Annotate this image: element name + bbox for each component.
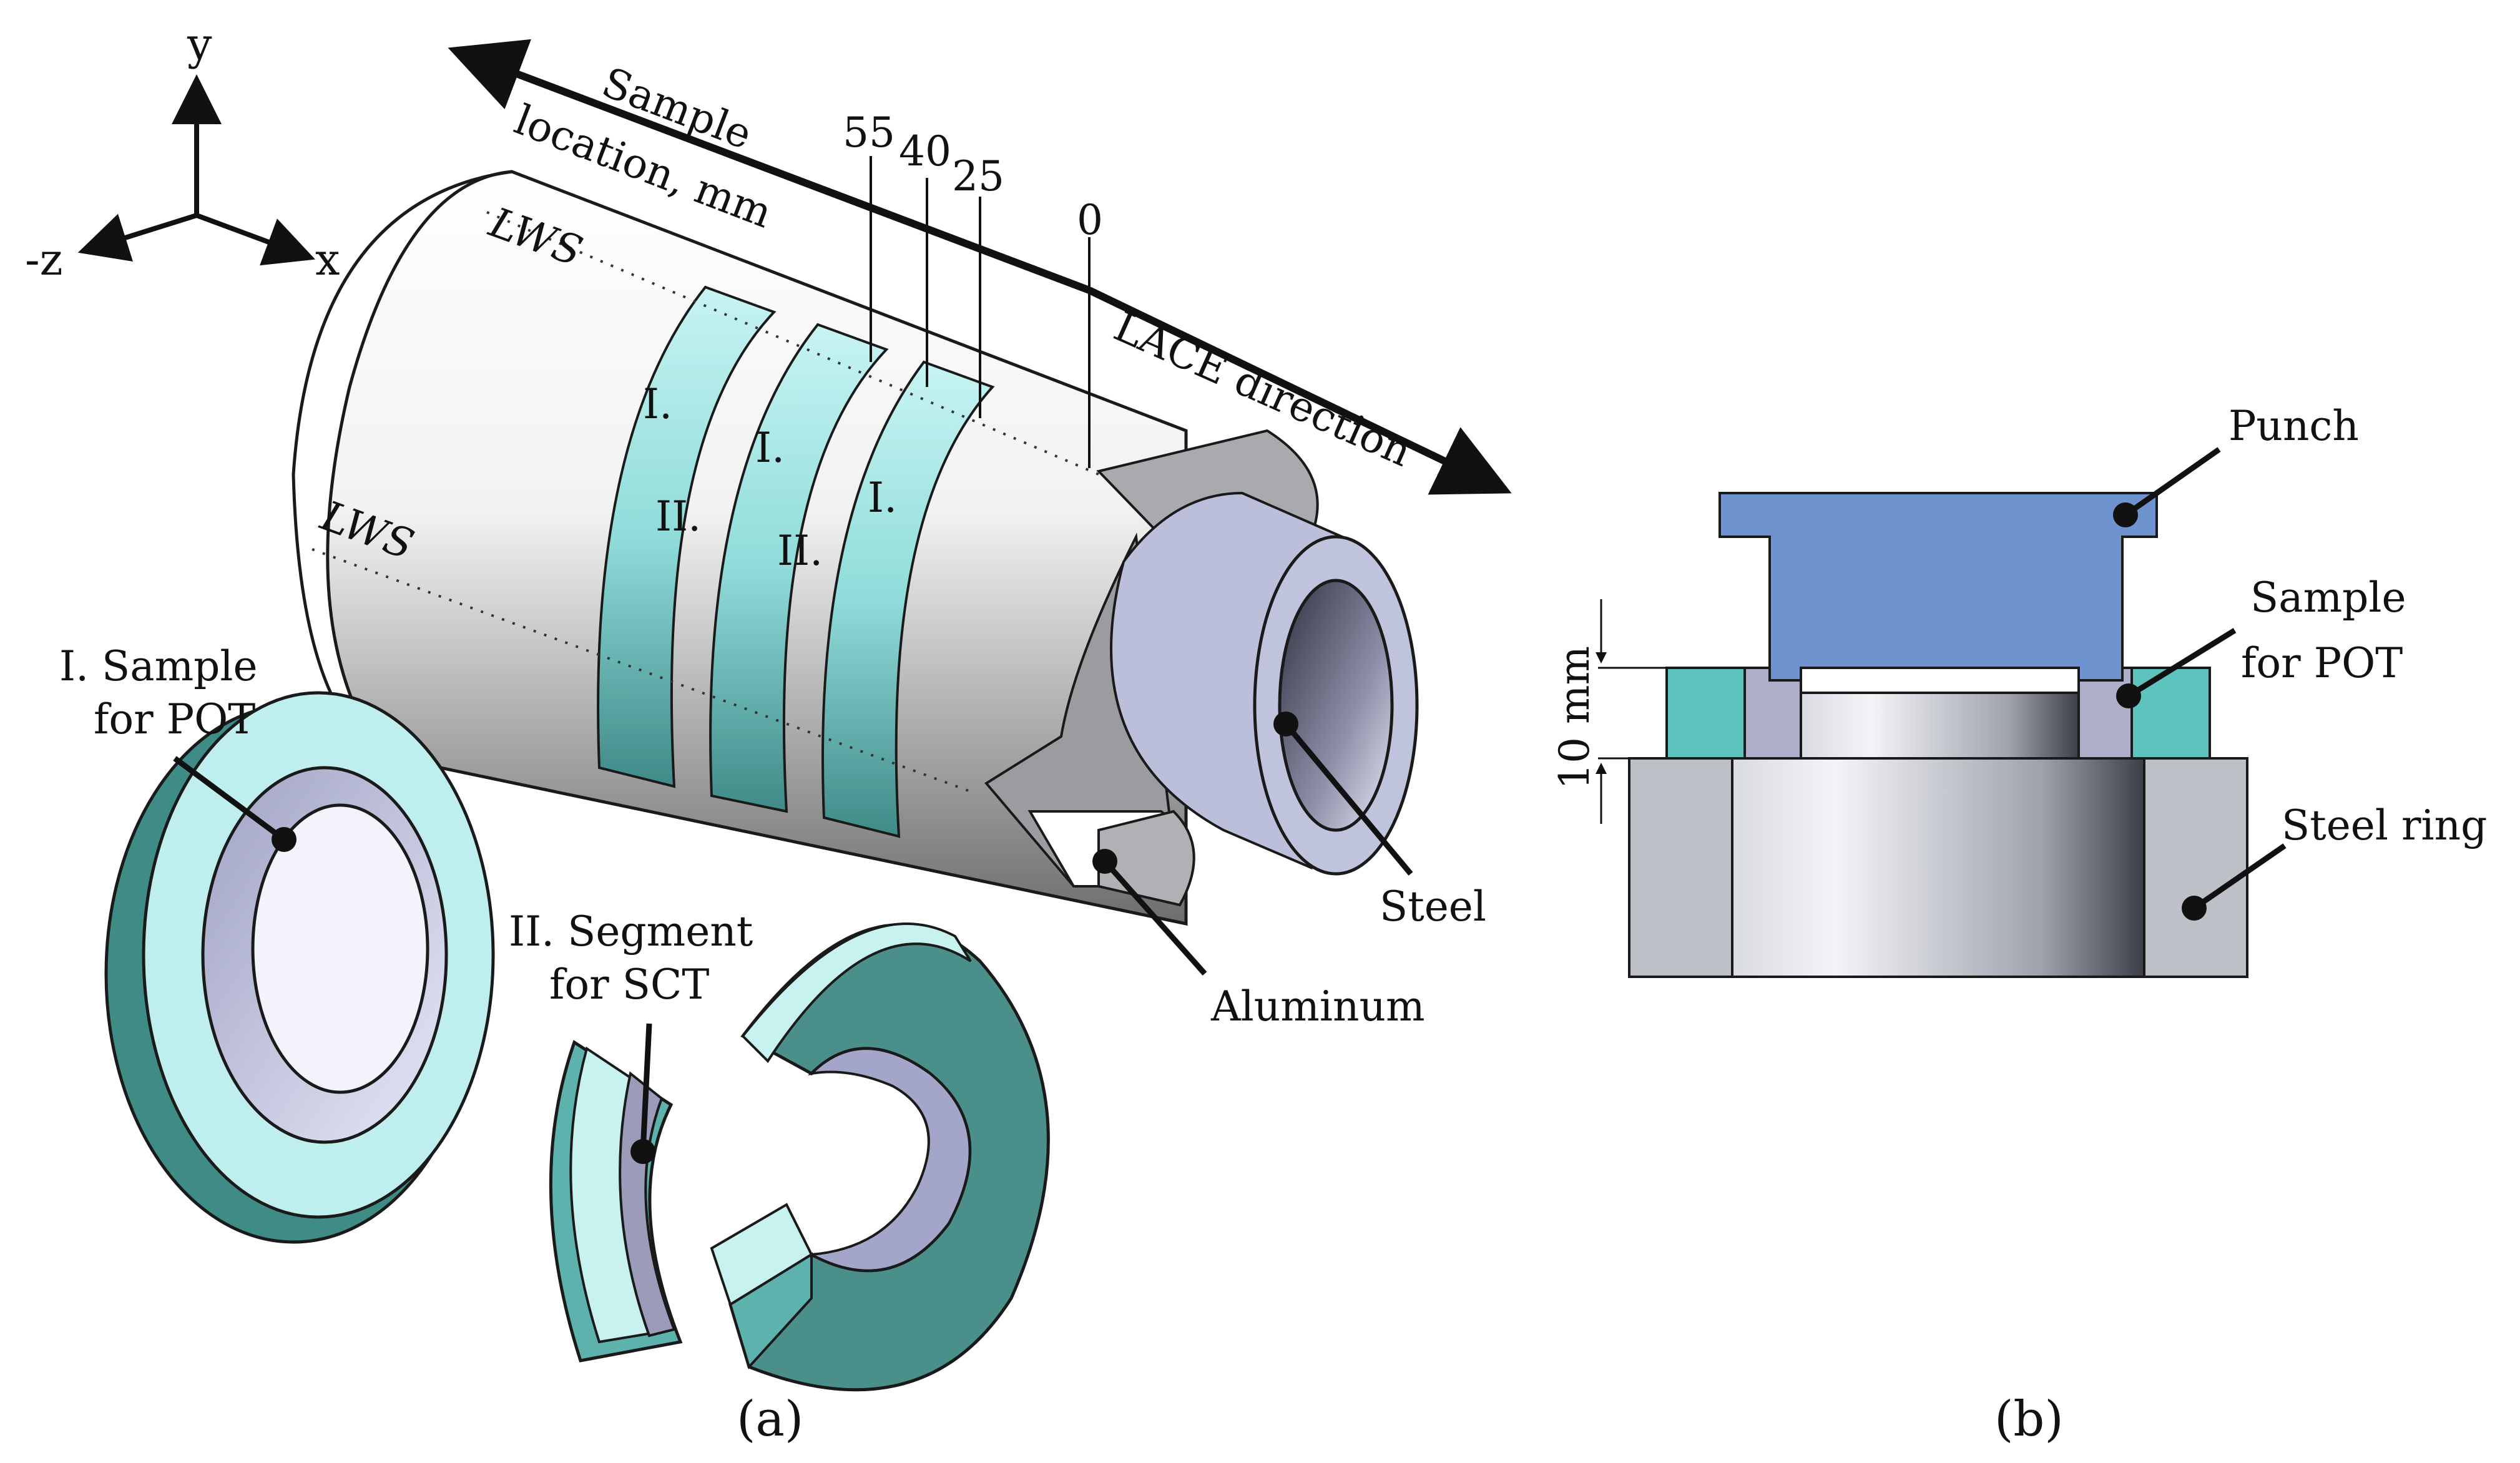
punch <box>1718 492 2158 682</box>
location-55: 55 <box>843 109 895 157</box>
ring-mark-4: II. <box>777 527 823 575</box>
pot-sample-label-b-1: Sample <box>2250 574 2406 622</box>
sct-segment-label-1: II. Segment <box>509 908 753 956</box>
sct-segment-label-2: for SCT <box>549 961 709 1009</box>
pot-sample-right <box>2130 667 2211 760</box>
dimension-10mm: 10 mm <box>1551 599 1667 824</box>
c-ring <box>710 922 1050 1392</box>
pot-sample-ring: I. Sample for POT <box>59 642 495 1244</box>
caption-a: (a) <box>737 1391 803 1447</box>
ring-mark-3: I. <box>755 424 785 472</box>
cutaway <box>984 429 1419 907</box>
ring-mark-1: I. <box>643 380 672 428</box>
punch-label: Punch <box>2228 402 2359 450</box>
sample-bands <box>597 285 995 838</box>
sct-segment: II. Segment for SCT <box>509 908 753 1363</box>
steel-label: Steel <box>1380 883 1486 931</box>
location-0: 0 <box>1077 196 1103 244</box>
axis-label-x: x <box>315 234 340 285</box>
location-40: 40 <box>899 127 951 175</box>
steel-ring-label: Steel ring <box>2282 801 2487 849</box>
aluminum-label: Aluminum <box>1210 982 1425 1030</box>
pot-sample-label-2: for POT <box>94 695 255 743</box>
coordinate-axes: y x -z <box>25 19 340 285</box>
pot-sample-label-1: I. Sample <box>59 642 258 690</box>
pot-sample-left <box>1665 667 1746 760</box>
ring-mark-2: II. <box>655 492 701 541</box>
ring-mark-5: I. <box>868 474 897 522</box>
panel-a: y x -z <box>25 19 1512 1447</box>
steel-ring-bore <box>1731 757 2145 978</box>
dimension-label: 10 mm <box>1551 646 1599 790</box>
pot-sample-label-b-2: for POT <box>2241 639 2403 687</box>
panel-b: 10 mm Punch Sample for POT Steel ring (b… <box>1551 402 2487 1447</box>
axis-label-z: -z <box>25 234 63 285</box>
caption-b: (b) <box>1994 1391 2064 1447</box>
axis-label-y: y <box>187 19 212 70</box>
location-25: 25 <box>952 152 1004 200</box>
